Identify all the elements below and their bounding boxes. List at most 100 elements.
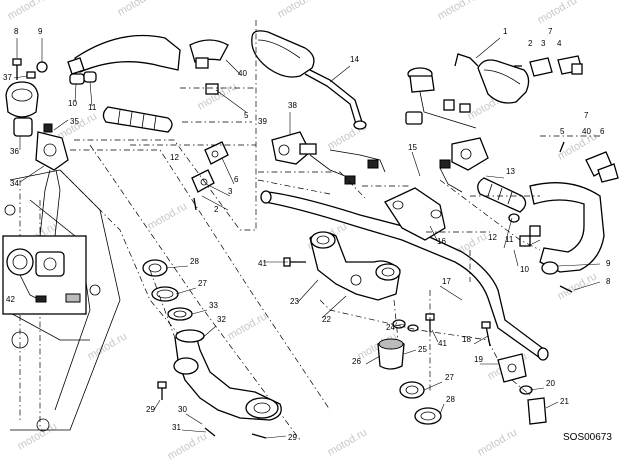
callout-5: 5	[244, 111, 249, 120]
callout-7: 7	[548, 27, 553, 36]
callout-23: 23	[290, 297, 299, 306]
leader-line	[529, 387, 545, 391]
left-mirror	[251, 30, 367, 130]
leader-line	[365, 355, 381, 365]
leader-line	[89, 81, 93, 107]
callout-5: 5	[560, 127, 565, 136]
leader-line	[265, 435, 287, 439]
callout-11: 11	[505, 235, 514, 244]
leader-line	[431, 329, 439, 343]
callout-42: 42	[6, 295, 15, 304]
watermark-text: motod.ru	[536, 0, 580, 27]
steering-stem	[142, 259, 282, 439]
leader-line	[475, 37, 501, 59]
watermark-text: motod.ru	[6, 0, 50, 23]
diagram-code: SOS00673	[563, 432, 612, 443]
callout-21: 21	[560, 397, 569, 406]
watermark-text: motod.ru	[476, 426, 520, 458]
leader-line	[393, 323, 405, 327]
leader-line	[545, 401, 559, 409]
callout-28: 28	[446, 395, 455, 404]
leader-line	[573, 281, 601, 291]
watermark-text: motod.ru	[166, 430, 210, 462]
leader-line	[439, 403, 445, 415]
top-triple-clamp	[283, 231, 435, 370]
watermark-text: motod.ru	[276, 0, 320, 21]
leader-line	[19, 165, 45, 183]
leader-line	[221, 157, 235, 185]
callout-8: 8	[14, 27, 19, 36]
leader-line	[225, 59, 241, 75]
leader-line	[74, 83, 77, 103]
callout-7: 7	[584, 111, 589, 120]
leader-line	[473, 335, 489, 345]
callout-36: 36	[10, 147, 19, 156]
leader-line	[181, 429, 207, 433]
callout-10: 10	[520, 265, 529, 274]
leader-line	[329, 65, 351, 83]
handlebar-clamp	[384, 187, 446, 241]
callout-2: 2	[528, 39, 533, 48]
leader-line	[199, 325, 217, 341]
watermark-text: motod.ru	[226, 310, 270, 342]
callout-28: 28	[190, 257, 199, 266]
leader-line	[513, 249, 519, 267]
callout-6: 6	[234, 175, 239, 184]
leader-lines	[13, 37, 601, 439]
leader-line	[153, 399, 161, 411]
callout-27: 27	[198, 279, 207, 288]
handlebar	[260, 190, 549, 361]
callout-18: 18	[462, 335, 471, 344]
callout-12: 12	[488, 233, 497, 242]
leader-line	[485, 175, 505, 179]
bearing-rings	[399, 381, 442, 425]
callout-20: 20	[546, 379, 555, 388]
watermark-text: motod.ru	[116, 0, 160, 19]
watermark-text: motod.ru	[436, 0, 480, 23]
watermark-text: motod.ru	[86, 330, 130, 362]
callout-31: 31	[172, 423, 181, 432]
callout-8: 8	[606, 277, 611, 286]
callout-41: 41	[438, 339, 447, 348]
callout-38: 38	[288, 101, 297, 110]
right-control-assembly	[405, 53, 619, 425]
leader-line	[53, 119, 69, 131]
leader-line	[557, 263, 601, 267]
callout-26: 26	[352, 357, 361, 366]
callout-16: 16	[437, 237, 446, 246]
callout-11: 11	[88, 103, 97, 112]
leader-line	[175, 287, 197, 295]
leader-line	[215, 89, 247, 113]
left-control-assembly	[5, 34, 229, 237]
callout-13: 13	[506, 167, 515, 176]
leader-line	[527, 239, 541, 247]
leader-line	[205, 183, 231, 197]
callout-17: 17	[442, 277, 451, 286]
leader-line	[439, 285, 463, 301]
inset-box-42	[2, 235, 87, 315]
leader-line	[191, 309, 208, 315]
callout-39: 39	[258, 117, 267, 126]
leader-line	[297, 279, 319, 303]
callout-41: 41	[258, 259, 267, 268]
leader-line	[201, 195, 229, 211]
callout-25: 25	[418, 345, 427, 354]
callout-37: 37	[3, 73, 12, 82]
callout-10: 10	[68, 99, 77, 108]
callout-29: 29	[288, 433, 297, 442]
callout-6: 6	[600, 127, 605, 136]
callout-24: 24	[386, 323, 395, 332]
leader-line	[411, 151, 421, 177]
callout-2: 2	[214, 205, 219, 214]
watermark-text: motod.ru	[326, 426, 370, 458]
leader-line	[165, 265, 189, 269]
callout-40: 40	[582, 127, 591, 136]
callout-22: 22	[322, 315, 331, 324]
leader-line	[13, 75, 28, 79]
callout-3: 3	[228, 187, 233, 196]
callout-40: 40	[238, 69, 247, 78]
watermark-text: motod.ru	[146, 200, 190, 232]
